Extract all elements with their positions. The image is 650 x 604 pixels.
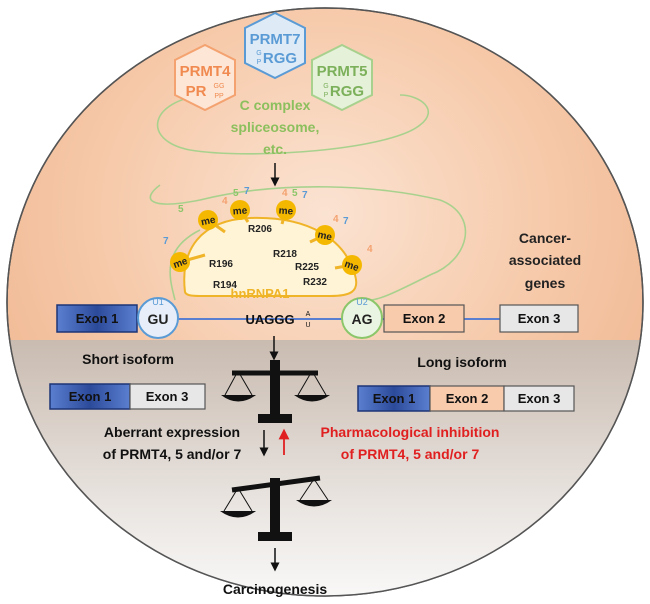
methyl-enzyme-digit: 4 [222, 196, 228, 207]
svg-text:AG: AG [352, 311, 373, 327]
svg-text:of PRMT4, 5 and/or 7: of PRMT4, 5 and/or 7 [341, 446, 480, 462]
svg-text:R225: R225 [295, 262, 319, 273]
aberrant-expression-label: Aberrant expression of PRMT4, 5 and/or 7 [103, 424, 242, 462]
prmt4-name: PRMT4 [180, 63, 231, 80]
prmt4-sup: GG [214, 83, 225, 90]
methyl-head [315, 225, 335, 245]
methyl-label: me [200, 214, 217, 228]
methyl-enzyme-digit: 5 [292, 188, 298, 199]
carcinogenesis-label: Carcinogenesis [223, 581, 327, 597]
methyl-label: me [343, 259, 361, 274]
long-isoform-label: Long isoform [417, 354, 506, 370]
svg-text:R232: R232 [303, 277, 327, 288]
svg-text:R196: R196 [209, 259, 233, 270]
svg-text:Exon 2: Exon 2 [403, 311, 446, 326]
prmt7-sup: G [256, 50, 261, 57]
svg-text:R218: R218 [273, 249, 297, 260]
prmt7-name: PRMT7 [250, 31, 301, 48]
short-isoform-exon1: Exon 1 [49, 383, 131, 410]
prmt4-motif: PR [186, 83, 207, 100]
methyl-label: me [172, 256, 190, 271]
svg-text:C complex: C complex [240, 97, 311, 113]
svg-text:GU: GU [148, 311, 169, 327]
svg-text:of PRMT4, 5 and/or 7: of PRMT4, 5 and/or 7 [103, 446, 242, 462]
prmt5-sub: P [324, 92, 329, 99]
methyl-label: me [278, 206, 294, 218]
prmt4-hexagon: PRMT4 PR GG PP [174, 43, 236, 112]
methyl-enzyme-digit: 4 [282, 188, 288, 199]
methyl-label: me [316, 230, 333, 244]
spliceosome-loop [156, 94, 429, 155]
prmt7-sub: P [257, 59, 262, 66]
svg-text:U1: U1 [152, 297, 164, 307]
prmt4-sub: PP [214, 93, 224, 100]
methyl-enzyme-digit: 4 [367, 244, 373, 255]
pre-mrna-exon1: Exon 1 [56, 304, 138, 333]
svg-text:associated: associated [509, 252, 581, 268]
hnrnpa1-label: hnRNPA1 [231, 286, 290, 301]
svg-text:Exon 1: Exon 1 [373, 391, 416, 406]
cancer-genes-label: Cancer- associated genes [509, 230, 581, 291]
methyl-enzyme-digit: 4 [333, 214, 339, 225]
svg-text:Cancer-: Cancer- [519, 230, 571, 246]
svg-text:Exon 3: Exon 3 [518, 391, 561, 406]
methyl-enzyme-digit: 7 [302, 190, 308, 201]
lower-shading [7, 340, 643, 596]
svg-text:genes: genes [525, 275, 566, 291]
long-isoform-exon1: Exon 1 [357, 385, 431, 412]
methyl-enzyme-digit: 7 [163, 236, 169, 247]
svg-text:Pharmacological inhibition: Pharmacological inhibition [321, 424, 500, 440]
svg-text:etc.: etc. [263, 141, 287, 157]
hnrnpa1-protein: R206 R196 R218 R194 R225 R232 hnRNPA1 [183, 216, 358, 301]
pharmacological-inhibition-label: Pharmacological inhibition of PRMT4, 5 a… [321, 424, 500, 462]
methyl-head [276, 200, 296, 220]
prmt5-sup: G [323, 83, 328, 90]
prmt5-motif: RGG [330, 83, 364, 100]
svg-text:UAGGG: UAGGG [245, 312, 294, 327]
methyl-head [342, 255, 362, 275]
u2-snrnp: U2 AG [341, 297, 383, 339]
svg-text:spliceosome,: spliceosome, [231, 119, 320, 135]
svg-text:Aberrant expression: Aberrant expression [104, 424, 240, 440]
svg-text:Exon 1: Exon 1 [76, 311, 119, 326]
methyl-label: me [233, 205, 249, 217]
methyl-enzyme-digit: 5 [233, 188, 239, 199]
balance-scale-1 [221, 360, 330, 423]
pre-mrna-exon3: Exon 3 [499, 304, 579, 333]
svg-text:U2: U2 [356, 297, 368, 307]
methyl-head [198, 210, 218, 230]
prmt5-hexagon: PRMT5 RGG G P [311, 43, 373, 112]
svg-text:A: A [306, 311, 311, 318]
svg-text:U: U [305, 322, 310, 329]
svg-text:R206: R206 [248, 224, 272, 235]
methyl-enzyme-digit: 7 [244, 186, 250, 197]
methyl-head [170, 252, 190, 272]
short-isoform-label: Short isoform [82, 351, 174, 367]
prmt7-motif: RGG [263, 50, 297, 67]
svg-text:Exon 3: Exon 3 [146, 389, 189, 404]
svg-text:Exon 2: Exon 2 [446, 391, 489, 406]
svg-text:Exon 3: Exon 3 [518, 311, 561, 326]
u1-snrnp: U1 GU [137, 297, 179, 339]
long-isoform-exon3: Exon 3 [503, 385, 575, 412]
prmt5-name: PRMT5 [317, 63, 368, 80]
spliceosome-label: C complex spliceosome, etc. [231, 97, 320, 157]
branch-site: UAGGG A U [245, 311, 310, 329]
prmt7-hexagon: PRMT7 RGG G P [244, 11, 306, 80]
methyl-head [230, 200, 250, 220]
methyl-enzyme-digit: 5 [178, 204, 184, 215]
balance-scale-2 [220, 475, 332, 541]
svg-text:Exon 1: Exon 1 [69, 389, 112, 404]
short-isoform-exon3: Exon 3 [129, 383, 206, 410]
long-isoform-exon2: Exon 2 [429, 385, 505, 412]
rna-loop [149, 184, 467, 301]
pre-mrna-exon2: Exon 2 [383, 304, 465, 333]
methyl-enzyme-digit: 7 [343, 216, 349, 227]
svg-text:R194: R194 [213, 280, 237, 291]
